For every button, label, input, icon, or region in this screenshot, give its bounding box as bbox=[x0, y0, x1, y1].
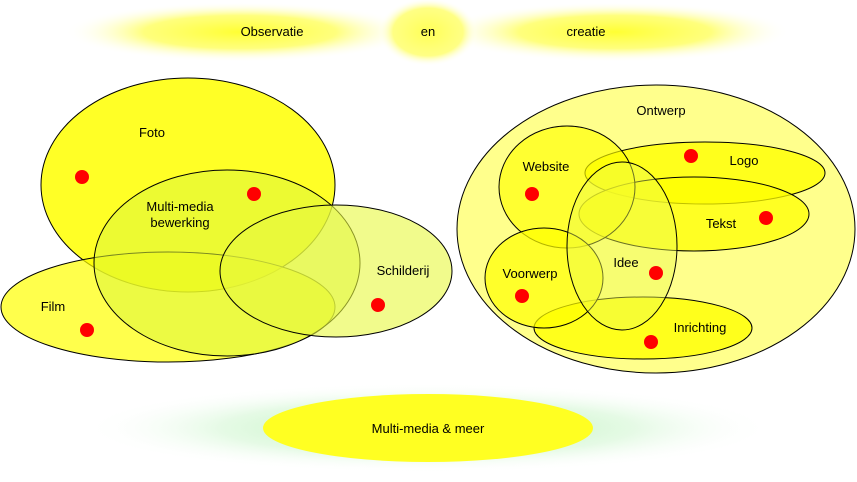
header-right-glow bbox=[440, 2, 790, 62]
left-dots bbox=[75, 170, 385, 337]
multimedia-label-line1: Multi-media bbox=[146, 199, 214, 214]
voorwerp-ellipse bbox=[484, 227, 604, 329]
inrichting-dot bbox=[644, 335, 658, 349]
schilderij-dot bbox=[371, 298, 385, 312]
right-dots bbox=[515, 149, 773, 349]
multimedia-dot bbox=[247, 187, 261, 201]
voorwerp-dot bbox=[515, 289, 529, 303]
film-label: Film bbox=[41, 299, 66, 314]
header-middle-glow bbox=[378, 0, 478, 66]
logo-label: Logo bbox=[730, 153, 759, 168]
footer-banner: Multi-media & meer bbox=[83, 383, 773, 473]
multimedia-label-line2: bewerking bbox=[150, 215, 209, 230]
footer-label: Multi-media & meer bbox=[372, 421, 485, 436]
left-labels: Foto Multi-media bewerking Schilderij Fi… bbox=[41, 125, 430, 314]
right-venn-group bbox=[456, 84, 856, 374]
footer-yellow-ellipse bbox=[263, 394, 593, 462]
foto-label: Foto bbox=[139, 125, 165, 140]
right-labels: Ontwerp Website Logo Tekst Idee Voorwerp… bbox=[503, 103, 759, 335]
schilderij-label: Schilderij bbox=[377, 263, 430, 278]
idee-dot bbox=[649, 266, 663, 280]
website-dot bbox=[525, 187, 539, 201]
ontwerp-label: Ontwerp bbox=[636, 103, 685, 118]
website-label: Website bbox=[523, 159, 570, 174]
header-left-glow bbox=[65, 2, 415, 62]
header-middle-label: en bbox=[421, 24, 435, 39]
idee-ellipse bbox=[566, 161, 678, 331]
idee-label: Idee bbox=[613, 255, 638, 270]
header-banner: Observatie en creatie bbox=[65, 0, 790, 66]
header-right-label: creatie bbox=[566, 24, 605, 39]
tekst-dot bbox=[759, 211, 773, 225]
tekst-label: Tekst bbox=[706, 216, 737, 231]
header-left-label: Observatie bbox=[241, 24, 304, 39]
schilderij-ellipse bbox=[219, 204, 453, 338]
foto-dot bbox=[75, 170, 89, 184]
logo-dot bbox=[684, 149, 698, 163]
film-dot bbox=[80, 323, 94, 337]
inrichting-label: Inrichting bbox=[674, 320, 727, 335]
voorwerp-label: Voorwerp bbox=[503, 266, 558, 281]
left-venn-group bbox=[0, 77, 453, 363]
